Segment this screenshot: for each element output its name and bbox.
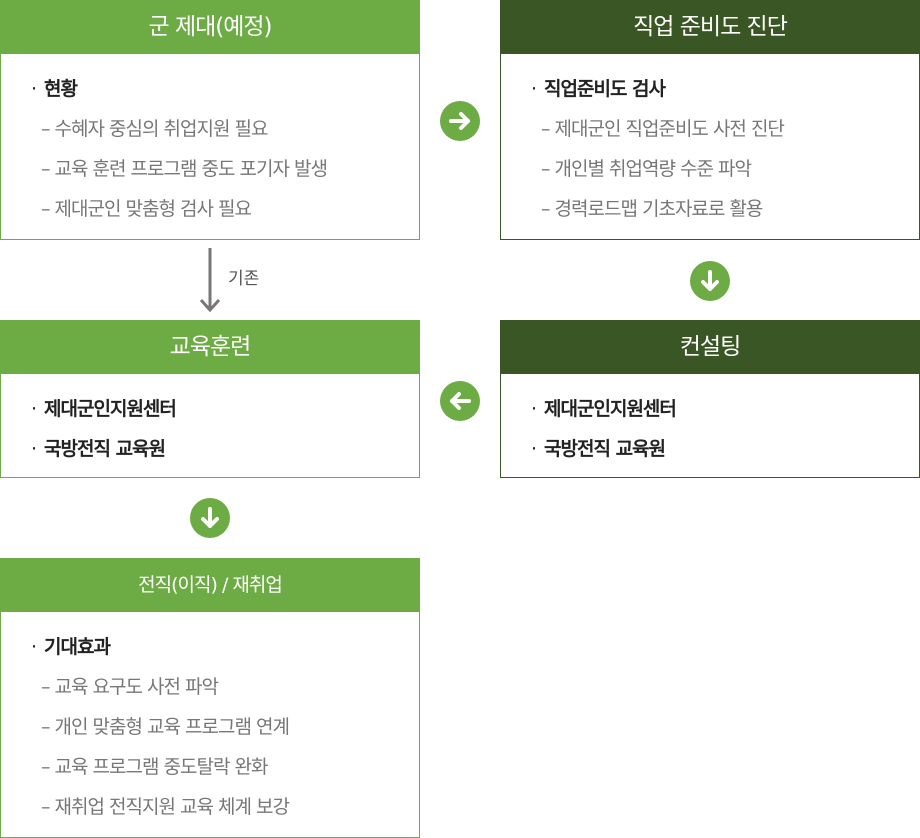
existing-label: 기존 [228,269,260,289]
list-item: 경력로드맵 기초자료로 활용 [531,194,919,234]
box-consulting: 컨설팅 제대군인지원센터 국방전직 교육원 [500,320,920,478]
box-reemployment: 전직(이직) / 재취업 기대효과 교육 요구도 사전 파악 개인 맞춤형 교육… [0,558,420,838]
box-title: 교육훈련 [0,320,420,374]
list-item: 수혜자 중심의 취업지원 필요 [31,114,419,154]
list-item: 개인별 취업역량 수준 파악 [531,154,919,194]
list-item: 제대군인 직업준비도 사전 진단 [531,114,919,154]
arrow-down-icon [190,498,230,538]
list-item: 재취업 전직지원 교육 체계 보강 [31,792,419,832]
box-heading: 제대군인지원센터 [31,394,419,434]
box-title: 직업 준비도 진단 [500,0,920,54]
arrow-left-icon [440,381,480,421]
box-training: 교육훈련 제대군인지원센터 국방전직 교육원 [0,320,420,478]
list-item: 제대군인 맞춤형 검사 필요 [31,194,419,234]
box-heading: 직업준비도 검사 [531,74,919,114]
list-item: 교육 훈련 프로그램 중도 포기자 발생 [31,154,419,194]
box-title: 전직(이직) / 재취업 [0,558,420,612]
box-heading: 국방전직 교육원 [31,434,419,474]
arrow-right-icon [440,101,480,141]
list-item: 개인 맞춤형 교육 프로그램 연계 [31,712,419,752]
list-item: 교육 프로그램 중도탈락 완화 [31,752,419,792]
box-heading: 현황 [31,74,419,114]
box-heading: 국방전직 교육원 [531,434,919,474]
existing-arrow-down-icon [199,248,221,313]
arrow-down-icon [690,261,730,301]
box-heading: 기대효과 [31,632,419,672]
box-discharge: 군 제대(예정) 현황 수혜자 중심의 취업지원 필요 교육 훈련 프로그램 중… [0,0,420,240]
box-heading: 제대군인지원센터 [531,394,919,434]
box-diagnosis: 직업 준비도 진단 직업준비도 검사 제대군인 직업준비도 사전 진단 개인별 … [500,0,920,240]
box-title: 컨설팅 [500,320,920,374]
box-title: 군 제대(예정) [0,0,420,54]
list-item: 교육 요구도 사전 파악 [31,672,419,712]
